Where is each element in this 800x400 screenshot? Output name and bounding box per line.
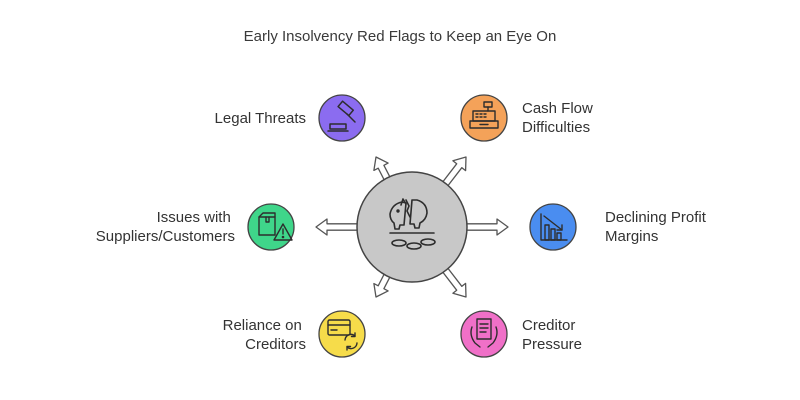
bill-in-hands-icon: [470, 318, 498, 348]
item-creditor-pressure-label: Creditor Pressure: [522, 317, 582, 353]
item-reliance-on-creditors: Reliance on Creditors: [223, 310, 366, 358]
item-creditor-pressure-circle: [460, 310, 508, 358]
hub-circle: [356, 171, 468, 283]
item-cash-flow-difficulties-circle: [460, 94, 508, 142]
hub: [356, 171, 468, 283]
item-cash-flow-difficulties: Cash Flow Difficulties: [460, 94, 597, 142]
gavel-icon: [327, 100, 356, 132]
arrow-to-declining-profit-margins: [461, 218, 509, 236]
credit-card-refresh-icon: [327, 319, 358, 351]
item-creditor-pressure: Creditor Pressure: [460, 310, 582, 358]
item-declining-profit-margins: Declining Profit Margins: [529, 203, 710, 251]
diagram-title: Early Insolvency Red Flags to Keep an Ey…: [244, 28, 557, 45]
declining-bar-chart-icon: [540, 213, 568, 241]
item-legal-threats-label: Legal Threats: [215, 110, 306, 127]
item-declining-profit-margins-circle: [529, 203, 577, 251]
item-cash-flow-difficulties-label: Cash Flow Difficulties: [522, 100, 597, 136]
item-issues-with-suppliers-customers-circle: [247, 203, 295, 251]
item-issues-with-suppliers-customers: Issues with Suppliers/Customers: [96, 203, 295, 251]
cash-register-icon: [469, 101, 499, 129]
item-issues-with-suppliers-customers-label: Issues with Suppliers/Customers: [96, 209, 235, 245]
arrow-to-issues-with-suppliers-customers: [315, 218, 363, 236]
broken-piggy-bank-icon: [389, 198, 436, 250]
item-reliance-on-creditors-circle: [318, 310, 366, 358]
item-reliance-on-creditors-label: Reliance on Creditors: [223, 317, 306, 353]
package-warning-icon: [258, 212, 293, 241]
item-legal-threats: Legal Threats: [215, 94, 366, 142]
item-declining-profit-margins-label: Declining Profit Margins: [605, 209, 710, 245]
arrows: [315, 156, 509, 298]
